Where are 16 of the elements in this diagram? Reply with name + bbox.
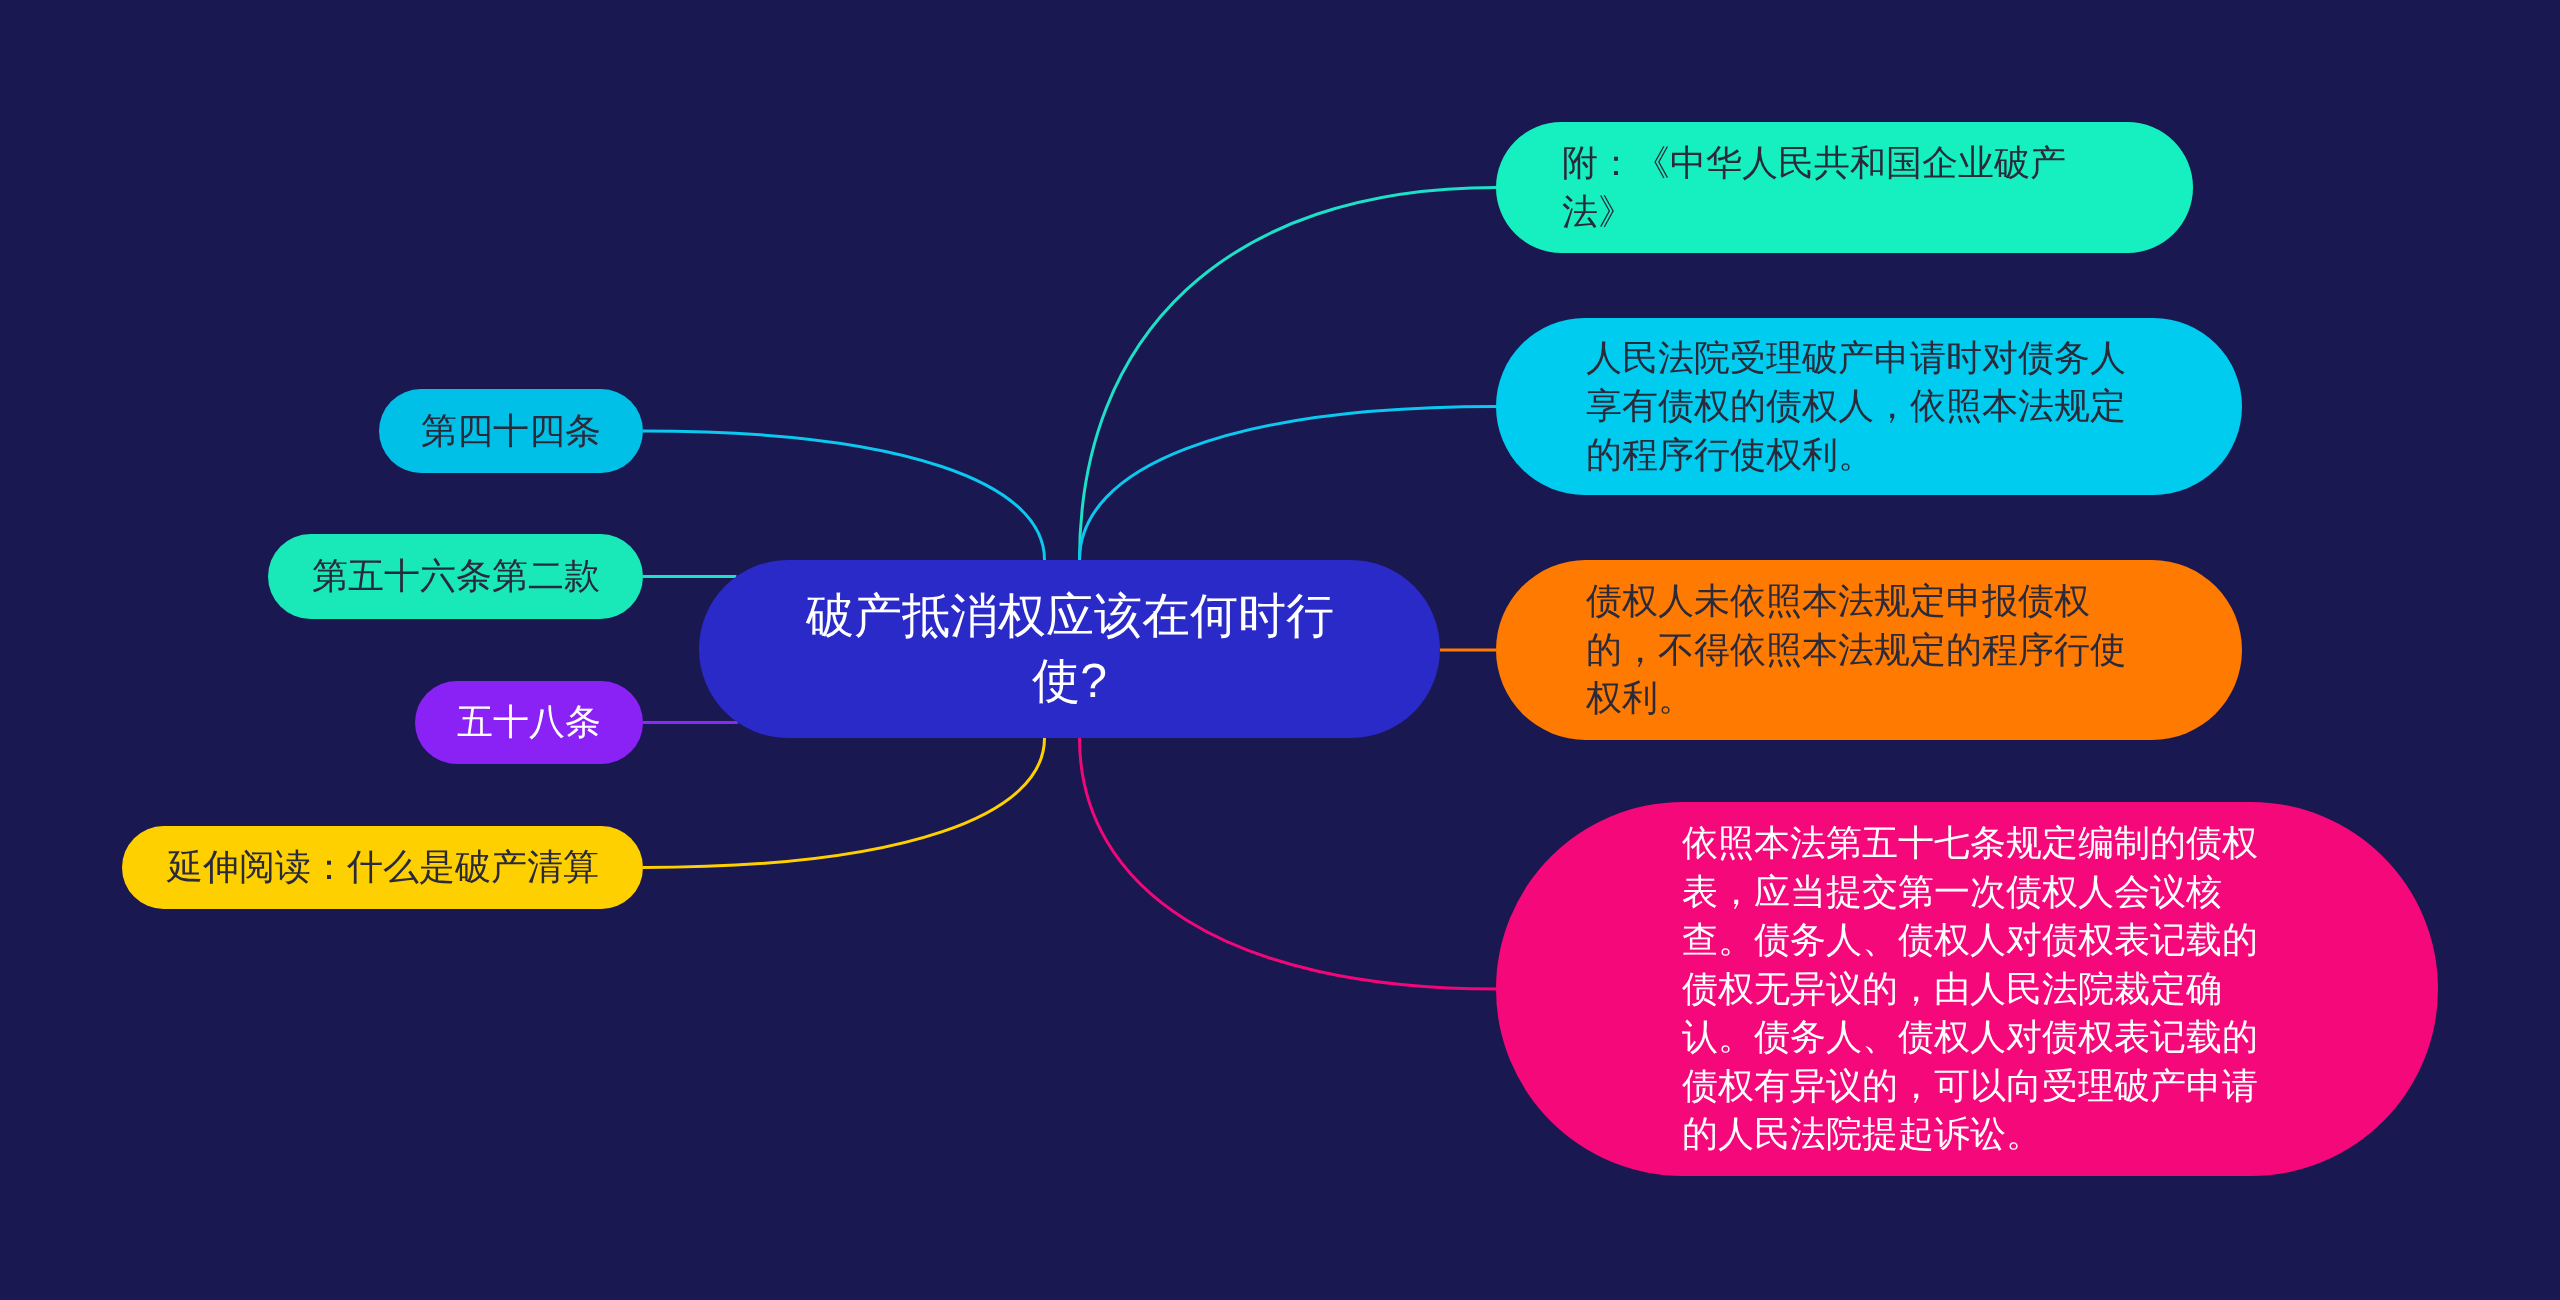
topic-text: 第五十六条第二款 [310, 554, 601, 599]
topic-text: 债权人未依照本法规定申报债权的，不得依照本法规定的程序行使权利。 [1586, 579, 2127, 721]
topic-text: 附：《中华人民共和国企业破产法》 [1562, 140, 2067, 234]
topic-text: 人民法院受理破产申请时对债务人享有债权的债权人，依照本法规定的程序行使权利。 [1586, 335, 2127, 477]
connector-line [643, 721, 738, 724]
connector-line [643, 575, 737, 578]
topic-text: 依照本法第五十七条规定编制的债权表，应当提交第一次债权人会议核查。债务人、债权人对债权表记载的债权无异议的，由人民法院裁定确认。债务人、债权人对债权表记载的债权有异议的，可以向受理破产申请的人民法院提起诉讼。 [1682, 820, 2258, 1157]
topic-text: 五十八条 [456, 700, 602, 745]
connector-line [1440, 648, 1496, 652]
topic-text: 破产抵消权应该在何时行使? [804, 588, 1335, 709]
topic-text: 第四十四条 [420, 408, 602, 453]
connector-line [642, 737, 1046, 869]
connector-line [642, 429, 1046, 561]
connector-line [1078, 405, 1497, 561]
topic-text: 延伸阅读：什么是破产清算 [165, 845, 600, 890]
connector-line [1078, 737, 1497, 991]
